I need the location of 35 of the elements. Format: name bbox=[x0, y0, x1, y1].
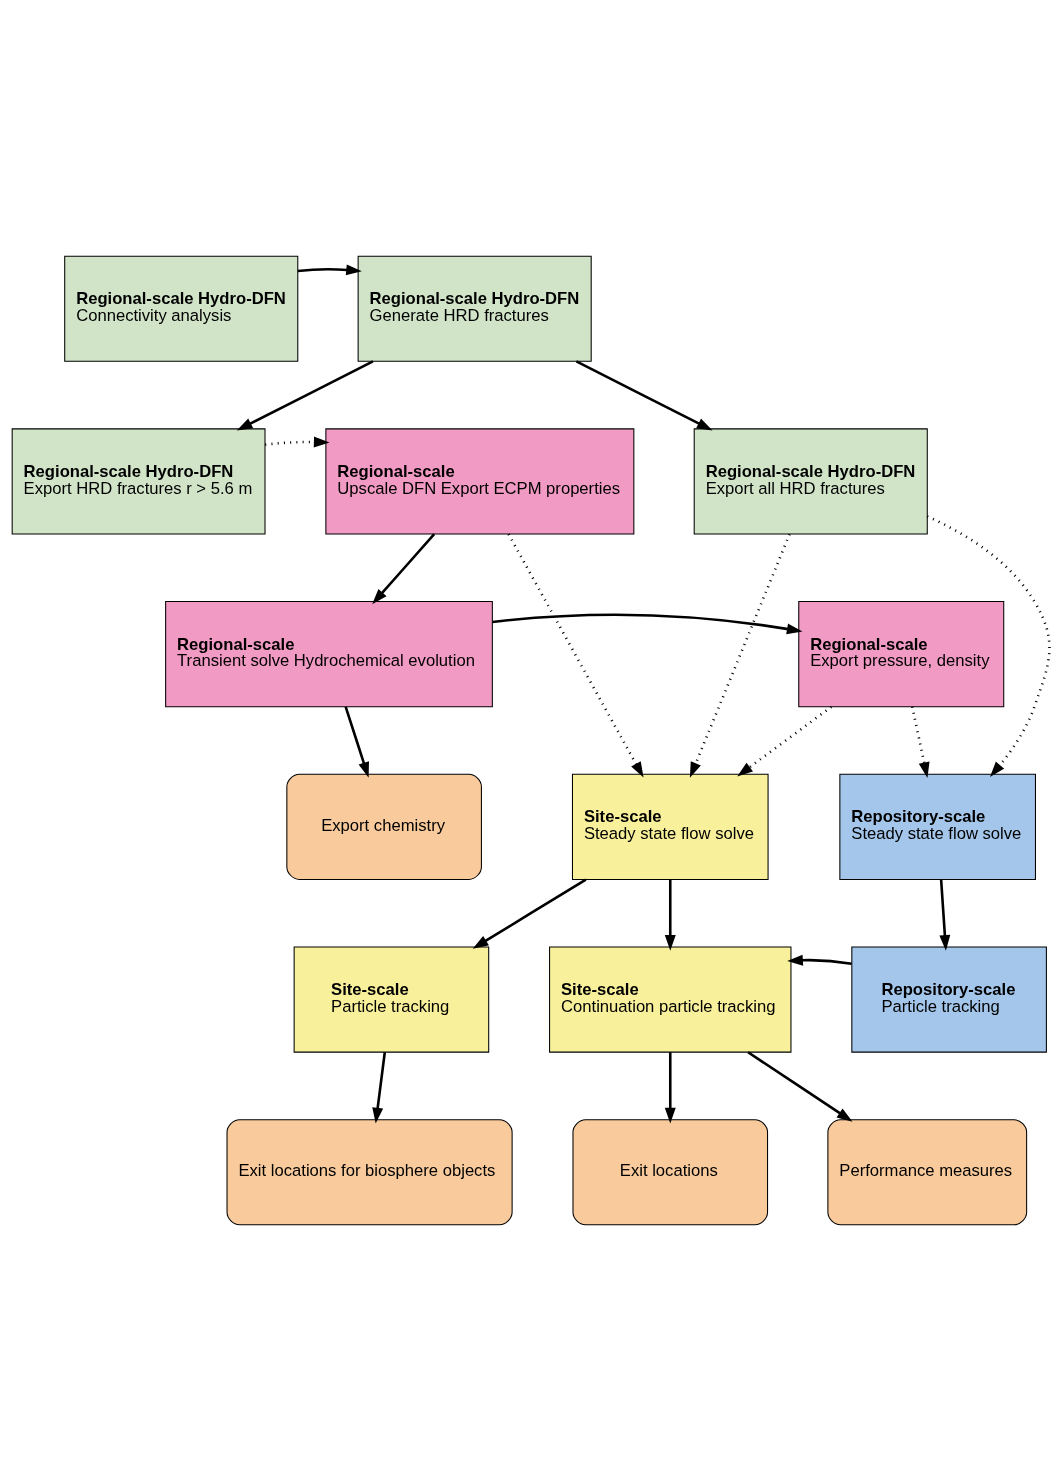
arrow bbox=[664, 1052, 676, 1124]
arrow bbox=[787, 954, 852, 966]
node-box: Regional-scale Hydro-DFN Generate HRD fractures bbox=[357, 255, 592, 362]
arrow bbox=[297, 264, 362, 276]
arrow bbox=[265, 436, 330, 448]
arrow bbox=[747, 1051, 853, 1122]
arrow bbox=[344, 706, 369, 778]
arrow bbox=[911, 706, 930, 778]
node-box: Repository-scale Steady state flow solve bbox=[839, 773, 1036, 880]
arrow bbox=[507, 533, 644, 778]
node-box: Export chemistry bbox=[286, 773, 482, 880]
node-box: Repository-scale Particle tracking bbox=[851, 946, 1047, 1053]
arrow bbox=[664, 879, 676, 951]
arrow bbox=[372, 1052, 387, 1124]
arrow bbox=[939, 879, 951, 951]
arrow bbox=[926, 515, 1051, 778]
arrow bbox=[236, 360, 374, 431]
node-box: Site-scale Continuation particle tracking bbox=[549, 946, 792, 1053]
arrow bbox=[472, 878, 587, 949]
node-box: Regional-scale Hydro-DFN Export HRD fractures r > 5.6 m bbox=[11, 428, 266, 535]
node-box: Regional-scale Export pressure, density bbox=[798, 601, 1005, 708]
node-box: Regional-scale Transient solve Hydrochemical evolution bbox=[165, 601, 493, 708]
arrow bbox=[492, 613, 803, 635]
node-box: Regional-scale Hydro-DFN Export all HRD fractures bbox=[693, 428, 928, 535]
node-box: Performance measures bbox=[827, 1119, 1028, 1226]
arrow bbox=[737, 705, 833, 777]
arrow bbox=[372, 533, 436, 605]
node-box: Regional-scale Hydro-DFN Connectivity analysis bbox=[64, 255, 299, 362]
node-box: Regional-scale Upscale DFN Export ECPM properties bbox=[325, 428, 635, 535]
arrow bbox=[575, 360, 713, 431]
node-box: Site-scale Steady state flow solve bbox=[571, 773, 769, 880]
node-box: Exit locations for biosphere objects bbox=[226, 1119, 513, 1226]
arrow bbox=[689, 533, 791, 778]
node-box: Site-scale Particle tracking bbox=[293, 946, 490, 1053]
node-box: Exit locations bbox=[572, 1119, 769, 1226]
